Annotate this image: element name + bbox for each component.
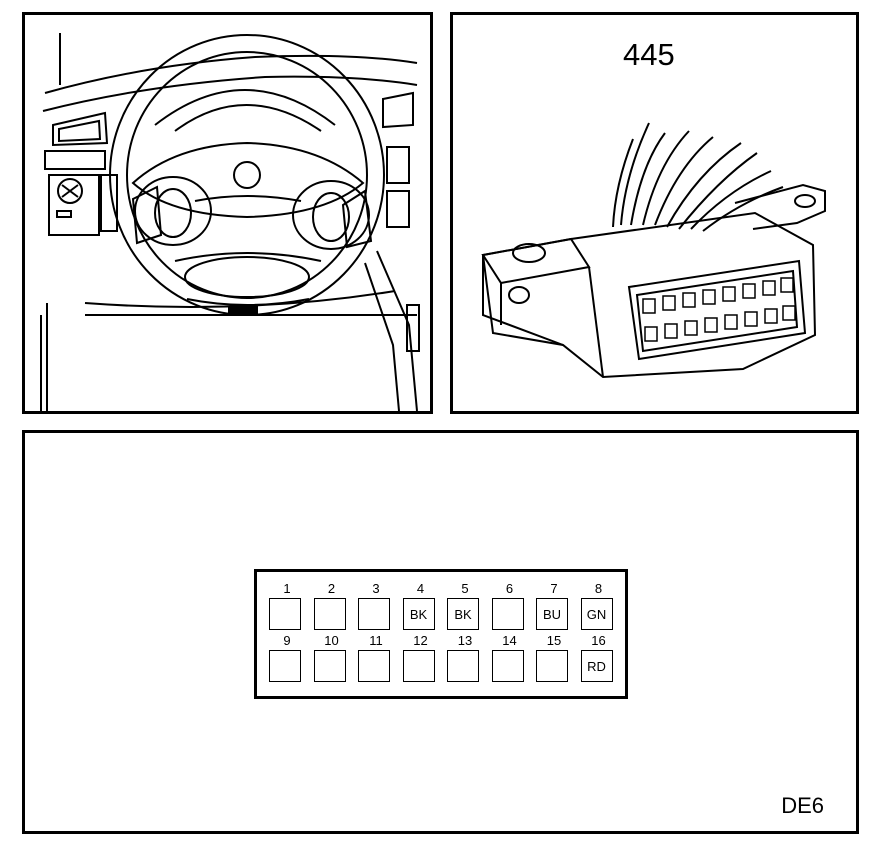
pin-number: 12: [413, 633, 428, 648]
pin-number: 10: [324, 633, 339, 648]
pin-number: 7: [550, 581, 558, 596]
pin-wire-colour: [269, 598, 301, 630]
pin-number: 15: [546, 633, 562, 648]
pin-wire-colour: GN: [580, 598, 613, 630]
pin-wire-colour: [447, 650, 479, 682]
diagnostic-connector-illustration: [481, 122, 826, 379]
pin-wire-colour: BK: [402, 598, 435, 630]
dashboard-illustration: [40, 33, 420, 411]
pin-number: 5: [461, 581, 469, 596]
pin-wire-colour: [313, 650, 346, 682]
diagram-code-label: DE6: [781, 793, 824, 818]
pin-number: 9: [283, 633, 291, 648]
pin-wire-colour: [491, 598, 524, 630]
pin-wire-colour: [313, 598, 346, 630]
pin-number: 13: [457, 633, 473, 648]
pin-wire-colour: BU: [536, 598, 568, 630]
connector-reference-label: 445: [623, 37, 675, 72]
pin-number: 4: [416, 581, 425, 596]
pin-wire-colour: [358, 598, 390, 630]
pin-number: 16: [591, 633, 606, 648]
connector-illustration-panel: 445: [450, 12, 859, 414]
pin-number: 14: [502, 633, 517, 648]
pin-wire-colour: RD: [580, 650, 613, 682]
pin-number: 2: [327, 581, 336, 596]
pin-number: 1: [283, 581, 291, 596]
pin-number: 6: [505, 581, 514, 596]
pin-wire-colour: [358, 650, 390, 682]
pin-wire-colour: BK: [447, 598, 479, 630]
pin-number: 3: [372, 581, 380, 596]
pin-wire-colour: [491, 650, 524, 682]
pin-wire-colour: [536, 650, 568, 682]
dashboard-location-panel: [22, 12, 433, 414]
pin-number: 8: [594, 581, 603, 596]
pin-wire-colour: [402, 650, 435, 682]
pin-wire-colour: [269, 650, 301, 682]
pin-number: 11: [369, 633, 383, 648]
